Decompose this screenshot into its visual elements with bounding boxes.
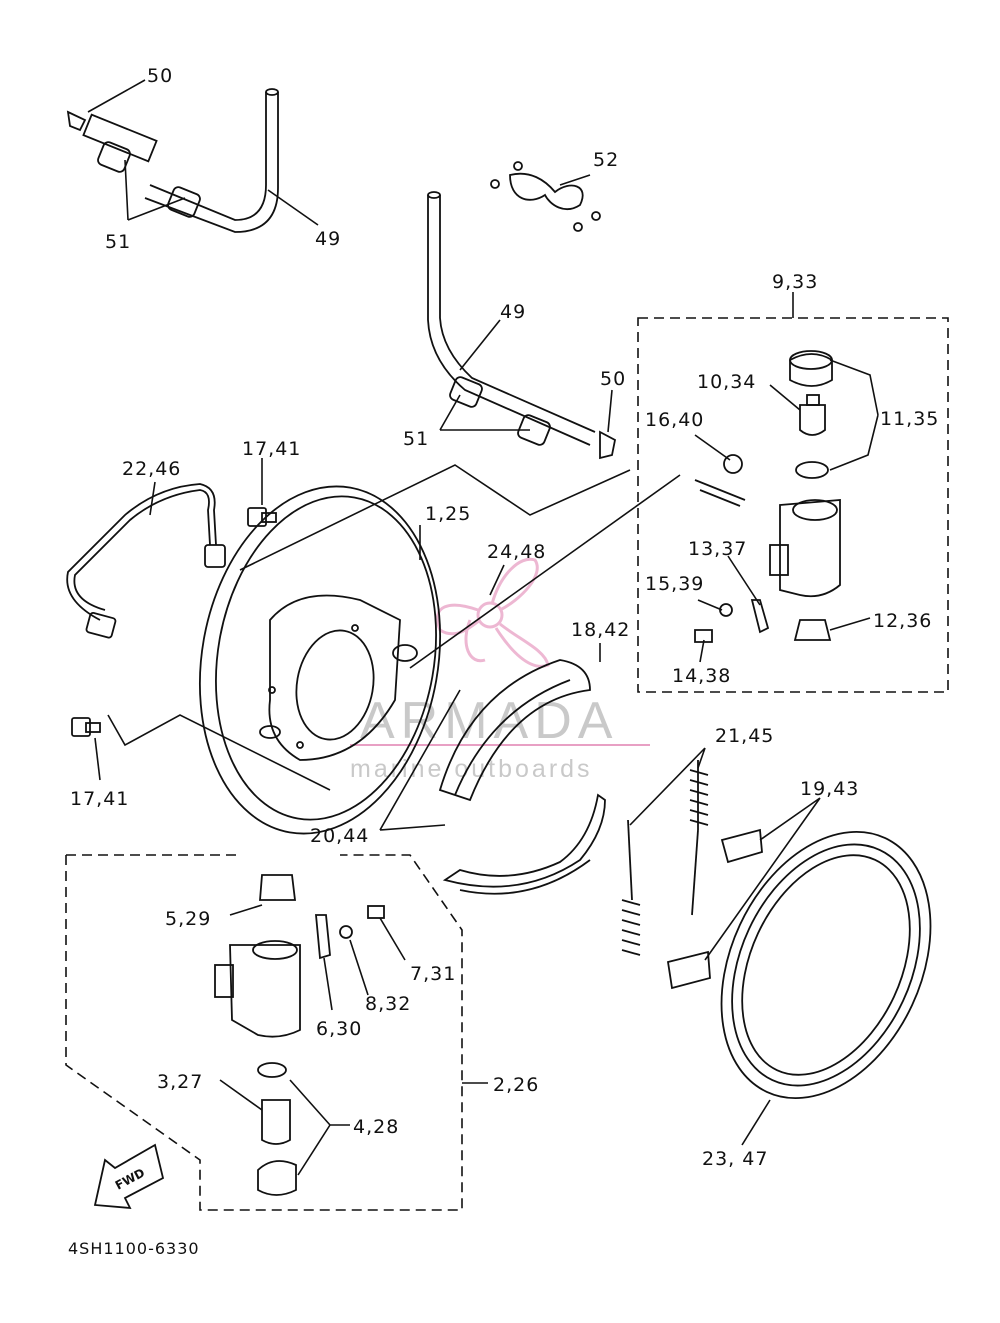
label-14-38: 14,38 <box>672 665 731 687</box>
pins-19-43 <box>666 828 763 990</box>
label-24-48: 24,48 <box>487 541 546 563</box>
label-51-middle: 51 <box>403 428 429 450</box>
watermark-subtitle: marine outboards <box>350 755 593 783</box>
label-5-29: 5,29 <box>165 908 211 930</box>
bolt-17-41 <box>71 507 277 737</box>
label-49-top: 49 <box>315 228 341 250</box>
label-8-32: 8,32 <box>365 993 411 1015</box>
label-15-39: 15,39 <box>645 573 704 595</box>
fwd-arrow-badge: FWD <box>93 1143 165 1210</box>
label-49-middle: 49 <box>500 301 526 323</box>
label-17-41-top: 17,41 <box>242 438 301 460</box>
wheel-cylinder-upper <box>637 317 949 693</box>
hose-assembly-lower <box>427 191 617 460</box>
watermark-title: ARMADA <box>360 692 618 750</box>
label-18-42: 18,42 <box>571 619 630 641</box>
label-11-35: 11,35 <box>880 408 939 430</box>
label-20-44: 20,44 <box>310 825 369 847</box>
label-13-37: 13,37 <box>688 538 747 560</box>
label-7-31: 7,31 <box>410 963 456 985</box>
watermark: ARMADA marine outboards <box>350 557 650 783</box>
label-10-34: 10,34 <box>697 371 756 393</box>
label-52: 52 <box>593 149 619 171</box>
brake-shoes <box>438 659 606 895</box>
return-springs <box>621 760 709 956</box>
part-labels: 50 51 49 52 9,33 49 50 10,34 11,35 51 16… <box>70 65 939 1170</box>
backing-plate <box>198 485 442 835</box>
label-17-41-bottom: 17,41 <box>70 788 129 810</box>
label-1-25: 1,25 <box>425 503 471 525</box>
label-19-43: 19,43 <box>800 778 859 800</box>
label-22-46: 22,46 <box>122 458 181 480</box>
brake-drum-seal <box>720 831 932 1099</box>
hose-assembly-upper <box>66 88 279 233</box>
label-3-27: 3,27 <box>157 1071 203 1093</box>
wheel-cylinder-lower <box>65 854 463 1211</box>
label-50-middle: 50 <box>600 368 626 390</box>
leader-lines <box>87 79 879 1176</box>
label-9-33: 9,33 <box>772 271 818 293</box>
label-23-47: 23, 47 <box>702 1148 768 1170</box>
label-51-top: 51 <box>105 231 131 253</box>
label-16-40: 16,40 <box>645 409 704 431</box>
label-50-top: 50 <box>147 65 173 87</box>
label-4-28: 4,28 <box>353 1116 399 1138</box>
clamp-part-52 <box>490 161 601 232</box>
brake-cable <box>66 483 226 639</box>
watermark-logo <box>436 557 550 668</box>
label-21-45: 21,45 <box>715 725 774 747</box>
drawing-code: 4SH1100-6330 <box>68 1239 200 1258</box>
label-6-30: 6,30 <box>316 1018 362 1040</box>
label-2-26: 2,26 <box>493 1074 539 1096</box>
label-12-36: 12,36 <box>873 610 932 632</box>
